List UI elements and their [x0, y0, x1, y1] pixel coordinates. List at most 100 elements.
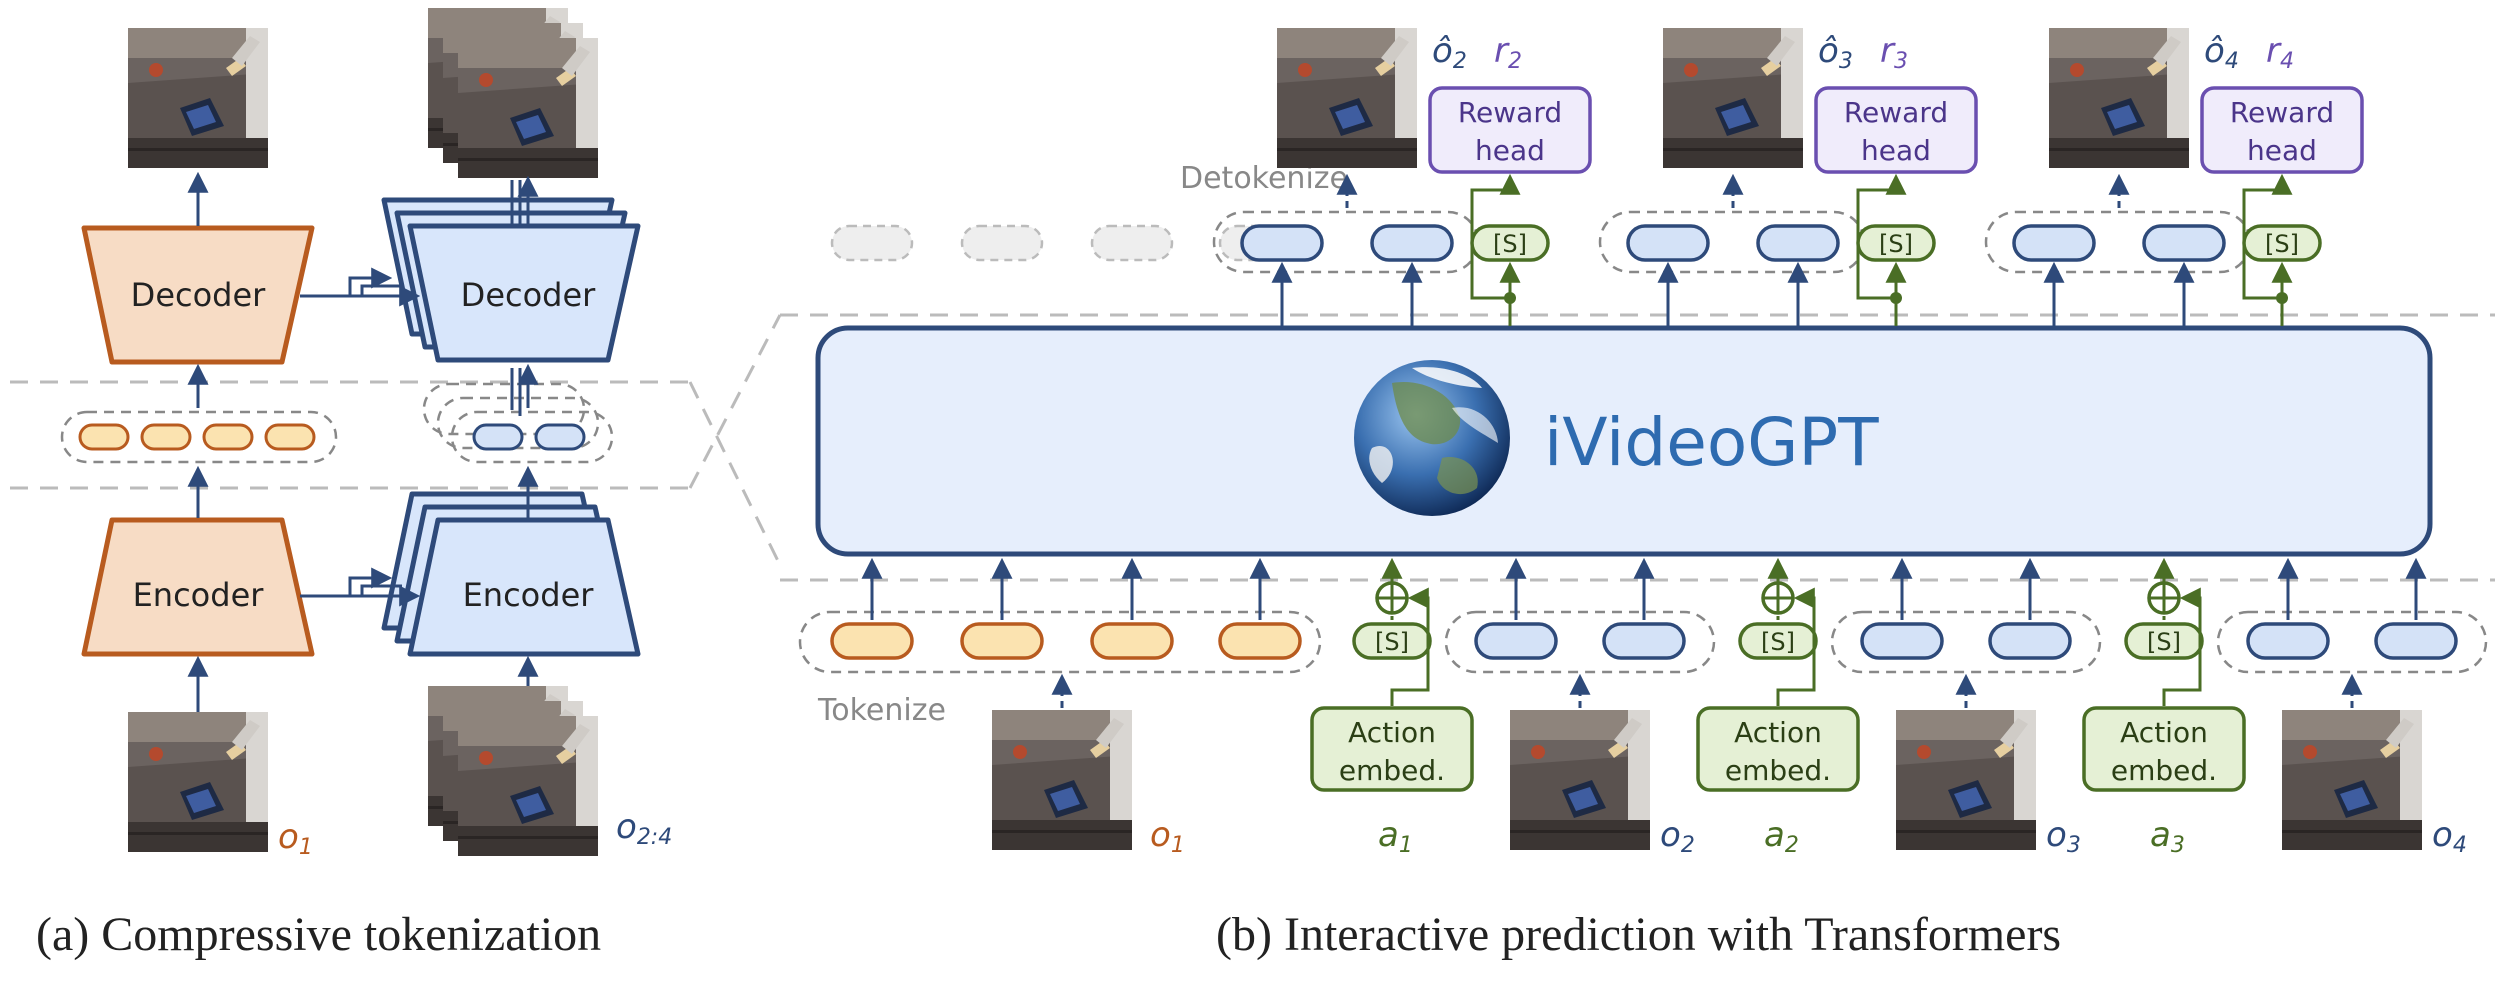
reward-head-line2: head [1861, 134, 1931, 167]
pred-label: ô3 [1818, 31, 1853, 74]
caption-b: (b) Interactive prediction with Transfor… [1216, 908, 2061, 961]
reward-head-box [2200, 86, 2364, 174]
pred-thumb [1663, 28, 1803, 168]
obs-thumb-a-bottom [128, 712, 268, 852]
obs-token [1988, 622, 2072, 660]
obs-thumb-b [2282, 710, 2422, 850]
action-embed-line2: embed. [1725, 754, 1831, 787]
token-group-obs [2216, 610, 2488, 674]
obs-thumb-a-top [128, 28, 268, 168]
token-group-pred [1212, 210, 1480, 274]
action-embed-line2: embed. [2111, 754, 2217, 787]
reward-head-line1: Reward [1458, 96, 1562, 129]
reward-label: r3 [1880, 31, 1908, 74]
step-units: Actionembed.[S]o2a1ô2[S]Rewardheadr2Acti… [1212, 28, 2488, 858]
action-embed-box [1696, 706, 1860, 792]
action-embed-line1: Action [1734, 716, 1822, 749]
action-embed-line1: Action [1348, 716, 1436, 749]
token-group-pred [1984, 210, 2252, 274]
action-embed-box [1310, 706, 1474, 792]
encoder-stack-label: Encoder [463, 576, 595, 614]
tokenize-label: Tokenize [817, 693, 946, 728]
pred-token [1626, 224, 1710, 262]
reward-label: r2 [1494, 31, 1522, 74]
action-label: a1 [1378, 815, 1413, 858]
pred-token [1756, 224, 1840, 262]
obs-token [1860, 622, 1944, 660]
step-3: Action embed. [S] o4 a3 ô4 [S] Reward head r4 [1984, 28, 2488, 858]
obs-label-b: o4 [2432, 815, 2467, 858]
token-group-a-blue [422, 382, 614, 464]
reward-head-line2: head [2247, 134, 2317, 167]
encoder-stack [381, 491, 641, 657]
decoder-stack [381, 197, 641, 363]
part-b-guides [780, 313, 2495, 582]
obs-label-a-o24: o2:4 [616, 807, 672, 850]
pred-label: ô2 [1432, 31, 1467, 74]
obs-thumb-b-o1 [992, 710, 1132, 850]
pred-label: ô4 [2204, 31, 2239, 74]
obs-label-b-o1: o1 [1150, 815, 1185, 858]
ivideogpt-block [815, 325, 2433, 557]
tokens-blue-a [472, 423, 586, 451]
reward-head-line1: Reward [1844, 96, 1948, 129]
obs-token [2246, 622, 2330, 660]
action-label: a2 [1764, 815, 1799, 858]
token-group-a-orange [60, 410, 338, 464]
slot-token-input [1352, 622, 1432, 660]
obs-label-a-o1: o1 [278, 817, 313, 860]
model-label: iVideoGPT [1544, 404, 1879, 481]
pred-thumb [2049, 28, 2189, 168]
reward-head-box [1814, 86, 1978, 174]
pred-token [2012, 224, 2096, 262]
obs-stack-a-top [428, 8, 598, 178]
obs-label-b: o3 [2046, 815, 2081, 858]
add-icon [1375, 581, 1409, 615]
obs-token [1602, 622, 1686, 660]
slot-token-reward-label: [S] [2265, 230, 2299, 258]
reward-label: r4 [2266, 31, 2294, 74]
robot-scene-thumbnail-icon [458, 38, 598, 178]
placeholder-tokens [830, 224, 1302, 262]
action-embed-line2: embed. [1339, 754, 1445, 787]
encoder-block [81, 517, 315, 657]
slot-token-input [2124, 622, 2204, 660]
reward-head-line1: Reward [2230, 96, 2334, 129]
action-embed-line1: Action [2120, 716, 2208, 749]
step-2: Action embed. [S] o3 a2 ô3 [S] Reward head r3 [1598, 28, 2102, 858]
add-icon [2147, 581, 2181, 615]
decoder-block [81, 225, 315, 365]
robot-scene-thumbnail-icon [458, 716, 598, 856]
token-group-b-input [798, 610, 1322, 674]
pred-token [2142, 224, 2226, 262]
obs-thumb-b [1896, 710, 2036, 850]
action-label: a3 [2150, 815, 2185, 858]
action-embed-box [2082, 706, 2246, 792]
pred-token [1370, 224, 1454, 262]
tokens-orange-a [78, 423, 316, 451]
obs-label-b: o2 [1660, 815, 1695, 858]
reward-head-line2: head [1475, 134, 1545, 167]
obs-thumb-b [1510, 710, 1650, 850]
part-a-guides [10, 314, 782, 566]
add-icon [1761, 581, 1795, 615]
slot-token-input [1738, 622, 1818, 660]
slot-token-input-label: [S] [2147, 628, 2181, 656]
tokens-orange-b [830, 622, 1302, 660]
obs-token [1474, 622, 1558, 660]
arrows-b-orange [861, 557, 1271, 708]
slot-token-input-label: [S] [1761, 628, 1795, 656]
pred-thumb [1277, 28, 1417, 168]
slot-token-reward-label: [S] [1879, 230, 1913, 258]
obs-stack-a-bottom [428, 686, 598, 856]
decoder-stack-label: Decoder [461, 276, 597, 314]
token-group-pred [1598, 210, 1866, 274]
obs-token [2374, 622, 2458, 660]
arrows-a [187, 171, 539, 712]
pred-token [1240, 224, 1324, 262]
encoder-label: Encoder [133, 576, 265, 614]
token-group-obs [1444, 610, 1716, 674]
